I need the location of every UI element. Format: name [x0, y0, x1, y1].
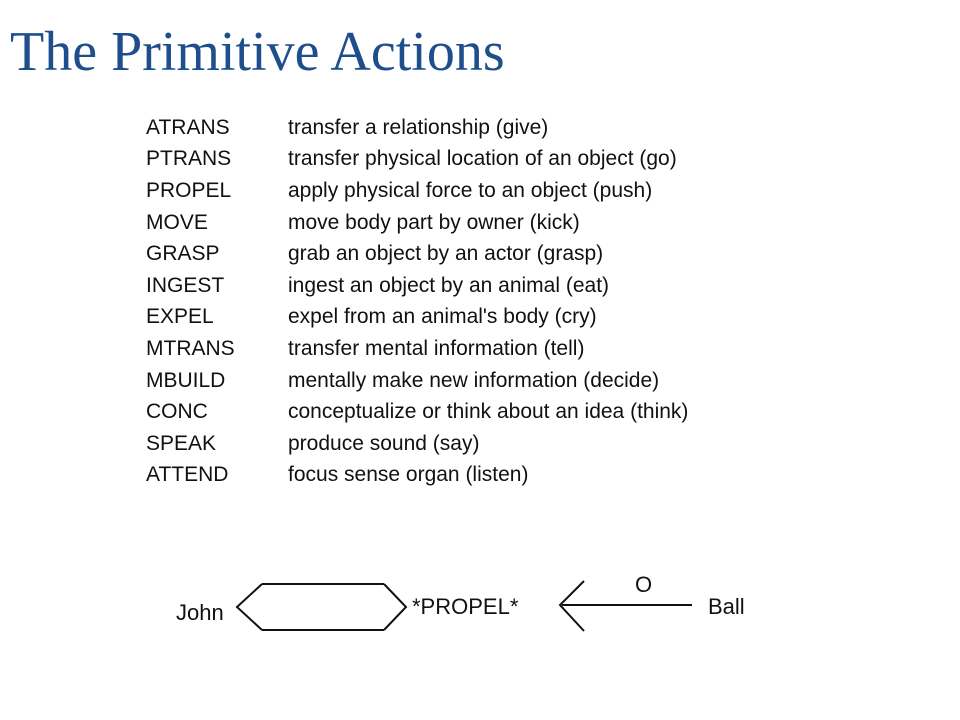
- table-row: ATTEND focus sense organ (listen): [146, 460, 688, 492]
- action-description: move body part by owner (kick): [288, 210, 580, 234]
- table-row: EXPEL expel from an animal's body (cry): [146, 302, 688, 334]
- diagram-object-marker: O: [635, 572, 652, 597]
- action-name: GRASP: [146, 242, 220, 266]
- action-description: apply physical force to an object (push): [288, 178, 653, 202]
- table-row: GRASP grab an object by an actor (grasp): [146, 238, 688, 270]
- table-row: MOVE move body part by owner (kick): [146, 207, 688, 239]
- double-arrow-icon: [235, 583, 408, 631]
- action-name: MBUILD: [146, 368, 226, 392]
- table-row: SPEAK produce sound (say): [146, 428, 688, 460]
- action-name: PROPEL: [146, 178, 232, 202]
- action-name: CONC: [146, 400, 208, 424]
- table-row: PTRANS transfer physical location of an …: [146, 144, 688, 176]
- left-arrow-icon: [558, 580, 692, 632]
- action-description: transfer physical location of an object …: [288, 147, 677, 171]
- action-name: PTRANS: [146, 147, 232, 171]
- action-description: grab an object by an actor (grasp): [288, 242, 604, 266]
- action-name: ATRANS: [146, 115, 230, 139]
- table-row: CONC conceptualize or think about an ide…: [146, 396, 688, 428]
- action-description: transfer a relationship (give): [288, 115, 549, 139]
- action-description: expel from an animal's body (cry): [288, 305, 597, 329]
- table-row: MTRANS transfer mental information (tell…: [146, 333, 688, 365]
- action-description: mentally make new information (decide): [288, 368, 660, 392]
- action-name: ATTEND: [146, 463, 229, 487]
- diagram-object-label: Ball: [708, 594, 745, 619]
- diagram-actor-label: John: [176, 600, 224, 625]
- action-description: transfer mental information (tell): [288, 336, 585, 360]
- action-name: SPEAK: [146, 431, 217, 455]
- table-row: ATRANS transfer a relationship (give): [146, 112, 688, 144]
- table-row: MBUILD mentally make new information (de…: [146, 365, 688, 397]
- table-row: PROPEL apply physical force to an object…: [146, 175, 688, 207]
- action-name: EXPEL: [146, 305, 214, 329]
- action-description: ingest an object by an animal (eat): [288, 273, 610, 297]
- propel-diagram-svg: John *PROPEL* O Ball: [176, 572, 745, 632]
- primitive-actions-table: ATRANS transfer a relationship (give) PT…: [146, 112, 688, 491]
- table-row: INGEST ingest an object by an animal (ea…: [146, 270, 688, 302]
- diagram-action-label: *PROPEL*: [412, 594, 519, 619]
- action-name: MTRANS: [146, 336, 235, 360]
- page-title: The Primitive Actions: [10, 21, 505, 83]
- propel-diagram: John *PROPEL* O Ball: [150, 550, 790, 650]
- action-description: focus sense organ (listen): [288, 463, 529, 487]
- action-description: conceptualize or think about an idea (th…: [288, 400, 689, 424]
- action-name: INGEST: [146, 273, 225, 297]
- action-name: MOVE: [146, 210, 208, 234]
- action-description: produce sound (say): [288, 431, 480, 455]
